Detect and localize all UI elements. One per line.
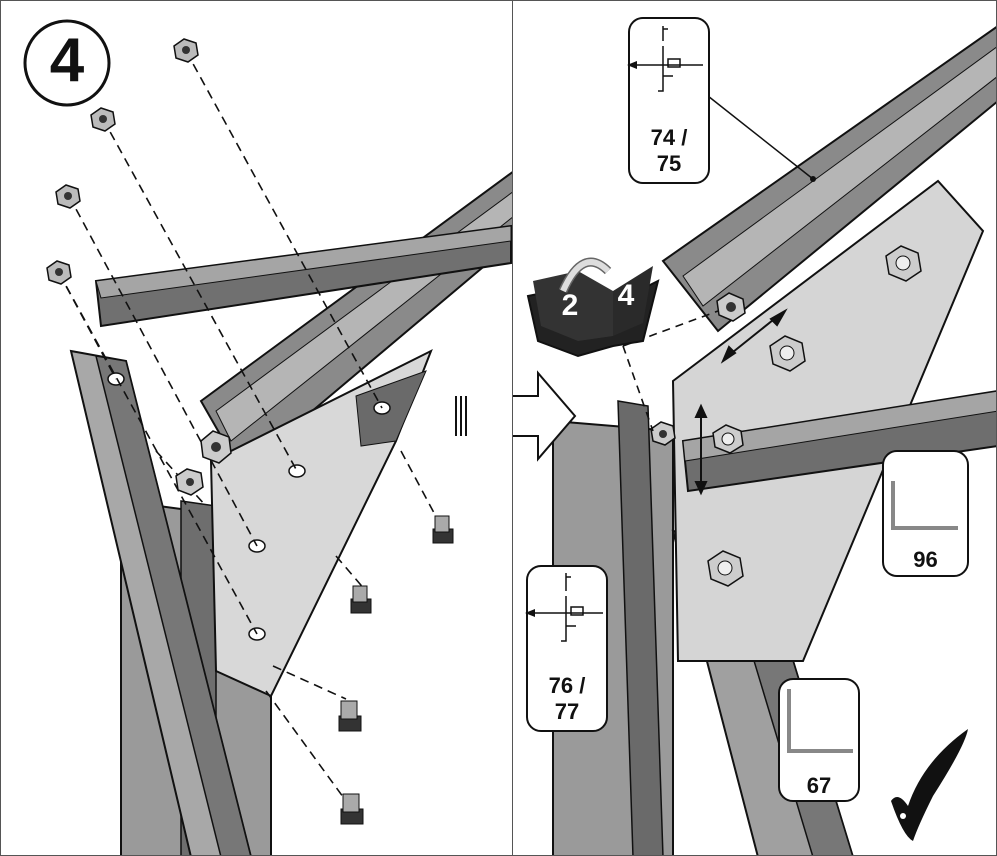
angle-section-icon — [778, 678, 860, 802]
left-drawing — [23, 19, 512, 855]
angle-section-icon — [882, 450, 969, 577]
hex-nut-icon — [90, 107, 116, 132]
profile-74-75-line1: 74 / — [650, 125, 688, 150]
hex-nut-icon — [46, 260, 72, 285]
square-bolt-icon — [338, 700, 362, 732]
hole — [288, 464, 306, 478]
square-bolt-icon — [340, 793, 364, 825]
hex-nut-icon — [173, 38, 199, 63]
leader-line — [707, 95, 814, 180]
left-panel: 4 — [0, 0, 513, 856]
hex-nut-icon — [200, 430, 232, 464]
profile-76-77-line2: 77 — [554, 699, 580, 724]
angle-bar-top — [682, 390, 996, 462]
profile-76-77-label: 76 / 77 — [527, 673, 607, 725]
guide-lines — [58, 50, 442, 802]
profile-section-icon — [525, 565, 608, 732]
hex-nut-icon — [885, 245, 922, 282]
angle-96-label: 96 — [913, 547, 938, 572]
profile-76-77-line1: 76 / — [548, 673, 586, 698]
book-reference-icon — [526, 257, 660, 358]
profile-74-75-label: 74 / 75 — [629, 125, 709, 177]
gusset-shadow — [355, 370, 427, 447]
hex-nut-icon — [55, 184, 81, 209]
step-number-icon — [23, 19, 111, 107]
next-step-arrow-icon — [513, 370, 577, 462]
hex-nut-icon — [650, 421, 676, 446]
roof-rail-groove — [682, 46, 996, 307]
hex-nut-icon — [712, 424, 744, 454]
right-drawing — [513, 17, 996, 855]
profile-section-icon — [627, 17, 710, 184]
angle-67-label: 67 — [806, 773, 832, 798]
hex-nut-icon — [769, 335, 806, 372]
next-step-arrow-icon — [455, 396, 467, 436]
hex-nut-icon — [707, 550, 744, 587]
column-post-channel — [617, 400, 664, 855]
right-panel: 2 4 74 / 75 76 / 77 96 67 — [512, 0, 997, 856]
square-bolt-icon — [350, 585, 372, 614]
angle-bar-top — [95, 225, 512, 299]
book-from-page: 2 — [561, 289, 579, 322]
adjust-arrows — [694, 308, 788, 496]
slanted-post-flange — [94, 355, 252, 855]
step-number: 4 — [49, 26, 85, 95]
profile-74-75-line2: 75 — [656, 151, 682, 176]
checkmark-icon — [891, 729, 968, 841]
square-bolt-icon — [432, 515, 454, 544]
leader-dot — [810, 176, 816, 182]
hex-nut-icon — [175, 468, 204, 496]
book-to-page: 4 — [617, 279, 635, 312]
hex-nut-icon — [716, 292, 746, 322]
